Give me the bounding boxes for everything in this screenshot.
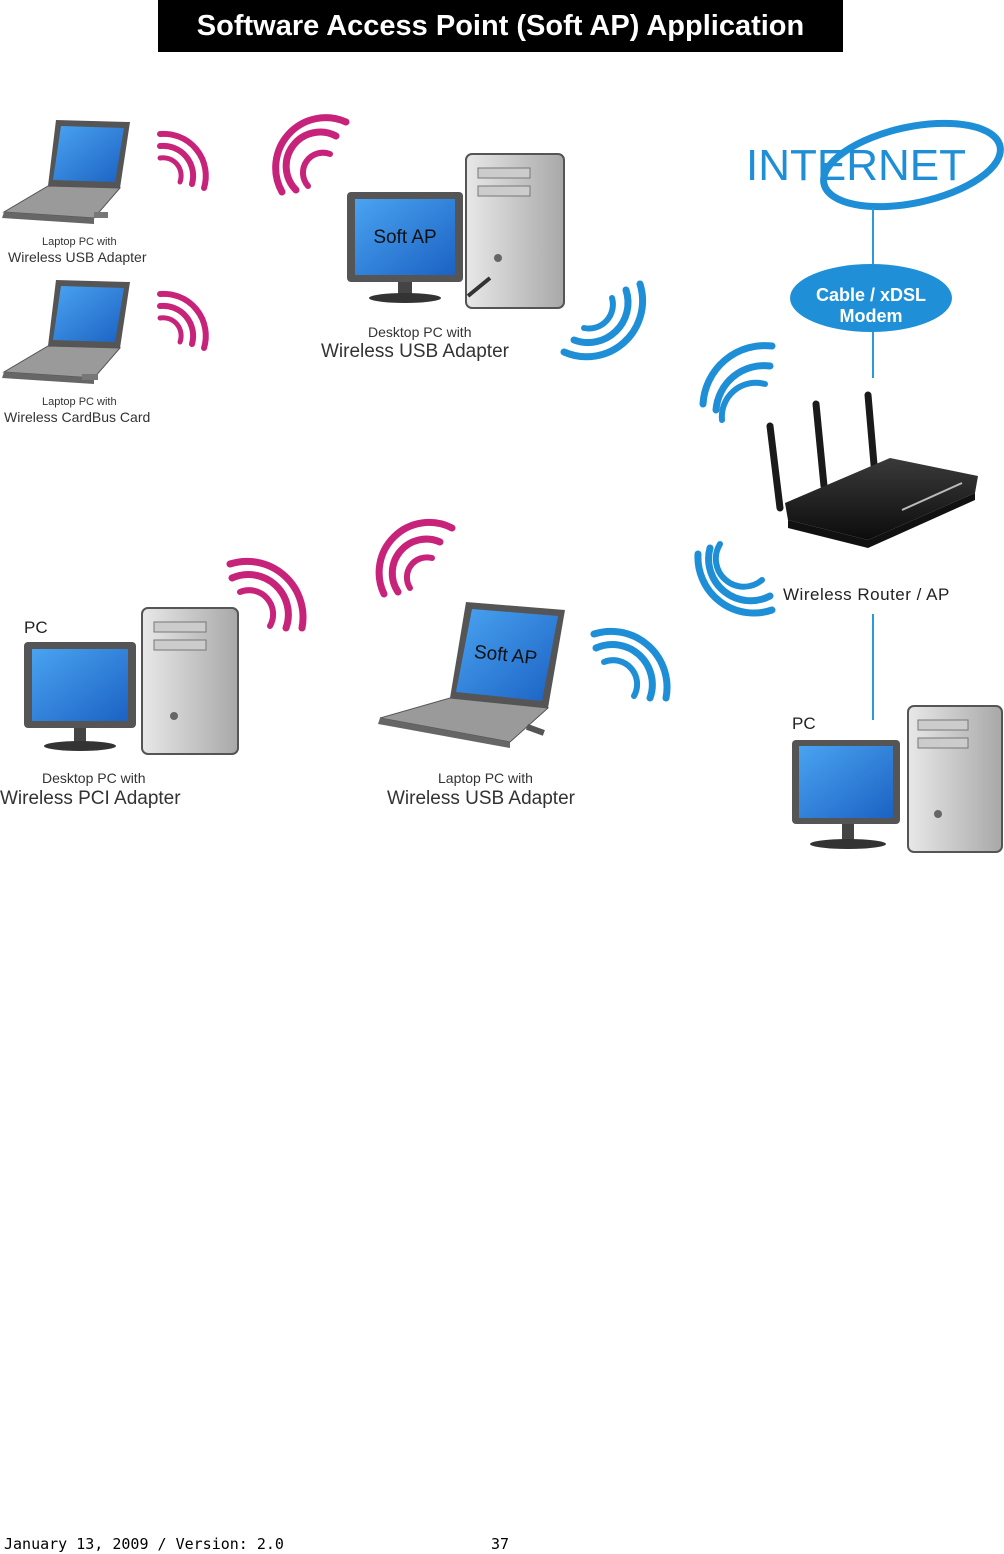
pc-right-label: PC bbox=[792, 714, 816, 733]
page-title: Software Access Point (Soft AP) Applicat… bbox=[158, 0, 843, 52]
laptop-cardbus-label-line2: Wireless CardBus Card bbox=[4, 409, 151, 425]
footer-page-number: 37 bbox=[491, 1535, 510, 1553]
laptop-usb-label-line2: Wireless USB Adapter bbox=[8, 249, 147, 265]
desktop-usb-label-line2: Wireless USB Adapter bbox=[321, 341, 509, 362]
wireless-signal-icon bbox=[560, 280, 671, 702]
wireless-signal-icon bbox=[694, 342, 776, 617]
footer-date-version: January 13, 2009 / Version: 2.0 bbox=[4, 1535, 284, 1553]
modem-label-line2: Modem bbox=[840, 306, 903, 326]
modem-icon: Cable / xDSL Modem bbox=[790, 264, 952, 332]
laptop-cardbus-label-line1: Laptop PC with bbox=[42, 396, 117, 408]
modem-label-line1: Cable / xDSL bbox=[816, 285, 926, 305]
router-label: Wireless Router / AP bbox=[783, 585, 950, 604]
internet-logo-text: INTERNET bbox=[746, 141, 966, 190]
laptop-icon bbox=[2, 120, 130, 224]
laptop-softap-icon: Soft AP bbox=[378, 602, 565, 748]
desktop-softap-icon: Soft AP bbox=[347, 153, 565, 309]
desktop-pc-icon bbox=[792, 705, 1003, 853]
wireless-router-icon bbox=[766, 391, 978, 548]
laptop-softap-label-line2: Wireless USB Adapter bbox=[387, 788, 575, 809]
internet-logo-icon: INTERNET bbox=[746, 119, 1004, 211]
laptop-icon bbox=[2, 280, 130, 384]
desktop-softap-screen-text: Soft AP bbox=[373, 227, 436, 248]
network-diagram: INTERNET Cable / xDSL Modem bbox=[0, 108, 1004, 858]
desktop-pci-icon bbox=[24, 607, 239, 755]
pc-left-label: PC bbox=[24, 618, 48, 637]
laptop-softap-label-line1: Laptop PC with bbox=[438, 770, 533, 786]
desktop-pci-label-line1: Desktop PC with bbox=[42, 770, 146, 786]
laptop-usb-label-line1: Laptop PC with bbox=[42, 236, 117, 248]
wireless-signal-icon bbox=[157, 114, 456, 632]
desktop-usb-label-line1: Desktop PC with bbox=[368, 324, 472, 340]
desktop-pci-label-line2: Wireless PCI Adapter bbox=[0, 788, 181, 809]
